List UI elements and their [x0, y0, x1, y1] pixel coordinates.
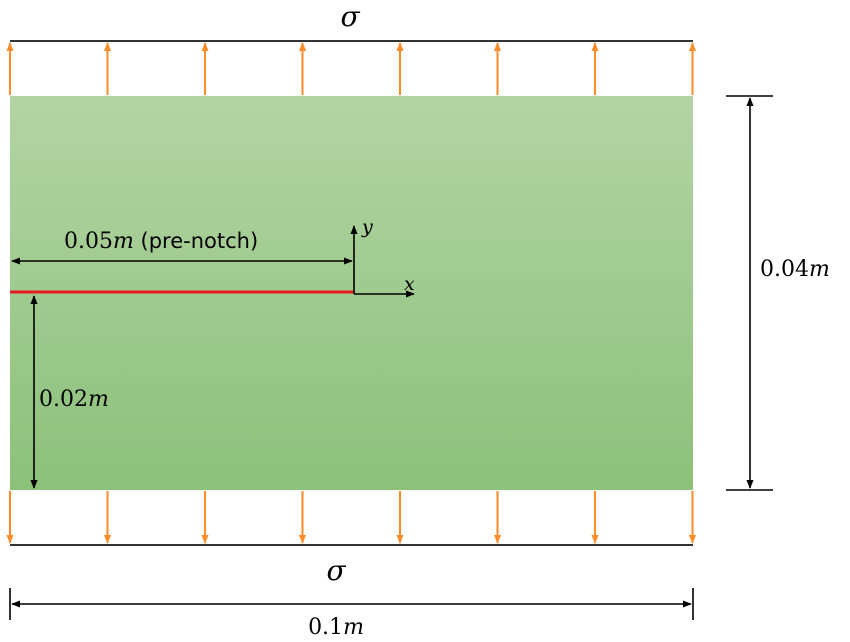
- width-value: 0.1: [308, 615, 343, 640]
- top-load-arrows: [6, 42, 697, 95]
- notch-height-value: 0.02: [39, 387, 88, 412]
- stress-label-top: σ: [340, 0, 360, 33]
- notch-length-note: (pre-notch): [134, 229, 258, 253]
- stress-label-bottom: σ: [326, 554, 346, 587]
- notch-length-value: 0.05: [64, 229, 113, 254]
- notch-height-unit: m: [88, 387, 109, 412]
- height-unit: m: [809, 257, 830, 282]
- notch-length-unit: m: [113, 229, 134, 254]
- bottom-load-arrows: [6, 491, 697, 544]
- width-label: 0.1m: [308, 615, 364, 640]
- height-value: 0.04: [760, 257, 809, 282]
- axis-x-label: x: [404, 273, 415, 295]
- axis-y-label: y: [361, 216, 373, 238]
- height-label: 0.04m: [760, 257, 830, 282]
- width-unit: m: [343, 615, 364, 640]
- notch-length-label: 0.05m (pre-notch): [64, 229, 258, 254]
- notch-height-label: 0.02m: [39, 387, 109, 412]
